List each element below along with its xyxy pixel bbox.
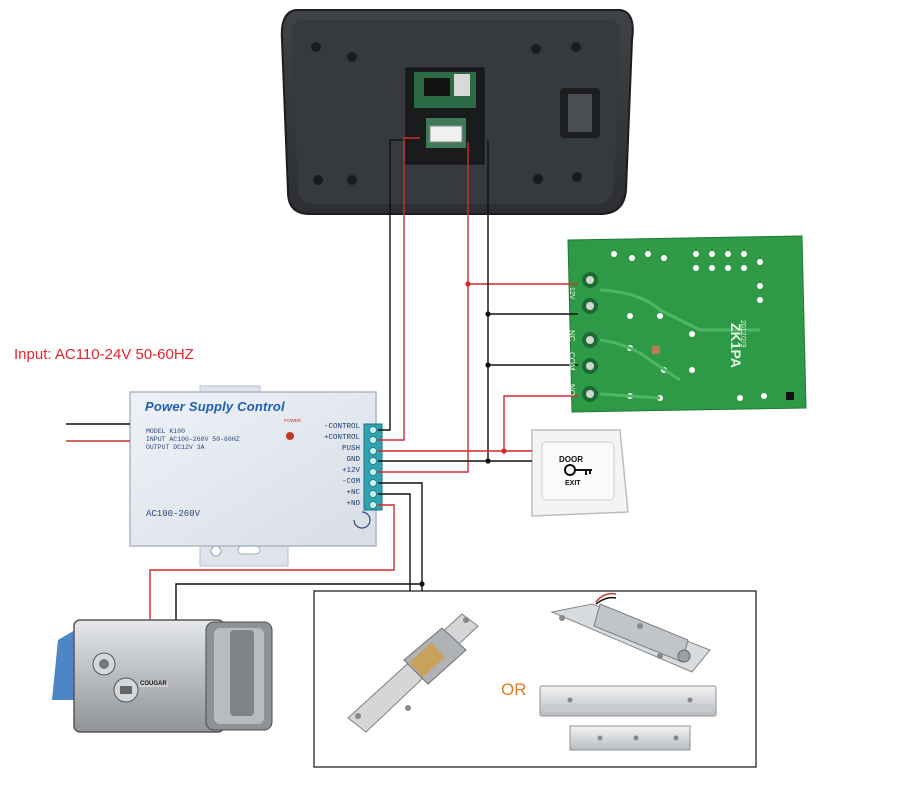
mains-input-wires bbox=[66, 423, 130, 442]
terminal-block bbox=[363, 423, 383, 511]
terminal-label-12v: +12V bbox=[341, 467, 360, 475]
relay-pin-no: NO bbox=[567, 384, 576, 396]
exit-button-device bbox=[531, 429, 629, 517]
led-indicator-icon bbox=[286, 432, 294, 440]
terminal-label-push: PUSH bbox=[341, 445, 360, 453]
power-supply-output-spec: OUTPUT DC12V 3A bbox=[146, 444, 205, 451]
power-supply-model: MODEL K100 bbox=[146, 428, 186, 435]
exit-button-door-text: DOOR bbox=[559, 455, 583, 464]
terminal-label-control-pos: +CONTROL bbox=[323, 434, 360, 442]
relay-pin-12v: 12V bbox=[568, 287, 575, 300]
power-supply-box bbox=[129, 385, 383, 567]
bolt-lock bbox=[550, 592, 711, 673]
power-led-label: POWER bbox=[284, 418, 302, 423]
card-reader-device bbox=[280, 9, 634, 215]
lock-brand-label: COUGAR bbox=[139, 681, 168, 687]
mounting-holes bbox=[311, 42, 582, 185]
or-label: OR bbox=[501, 680, 527, 699]
rim-lock-device bbox=[52, 619, 273, 733]
relay-board-date: 2012/2/3 bbox=[739, 320, 746, 348]
relay-board bbox=[567, 235, 807, 413]
exit-button-exit-text: EXIT bbox=[565, 480, 581, 487]
power-supply-title: Power Supply Control bbox=[145, 399, 285, 414]
terminal-label-com: -COM bbox=[341, 478, 360, 486]
terminal-label-gnd: GND bbox=[346, 456, 360, 464]
magnetic-lock bbox=[539, 685, 717, 751]
power-supply-input-spec: INPUT AC100-260V 50-60HZ bbox=[146, 436, 240, 443]
wire-junctions bbox=[419, 281, 507, 587]
lock-options-frame bbox=[313, 590, 757, 768]
input-voltage-label: Input: AC110-24V 50-60HZ bbox=[14, 346, 194, 363]
terminal-label-control-neg: -CONTROL bbox=[323, 423, 360, 431]
relay-pin-nc: NC bbox=[567, 330, 576, 342]
power-supply-ac-range: AC100-260V bbox=[146, 509, 201, 519]
terminal-label-nc: +NC bbox=[346, 489, 360, 497]
terminal-label-no: +NO bbox=[346, 500, 360, 508]
relay-pin-com: COM bbox=[567, 352, 576, 371]
electric-strike bbox=[347, 613, 479, 733]
key-icon bbox=[564, 464, 592, 476]
